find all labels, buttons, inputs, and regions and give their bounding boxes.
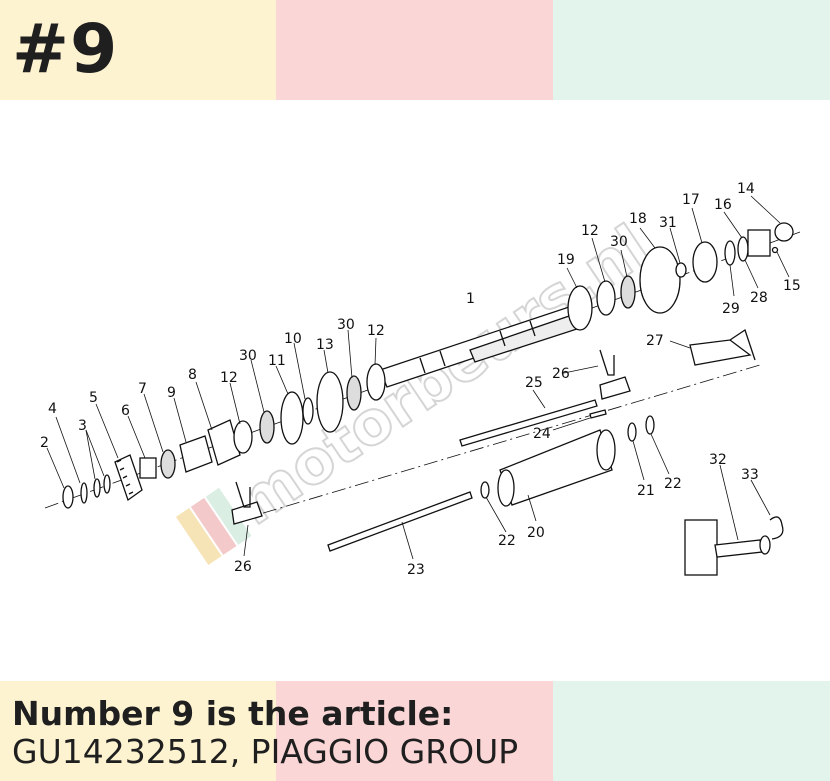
callout-17: 17 [682,192,700,208]
left-stack [62,363,386,509]
callout-12-center: 12 [367,323,385,339]
callout-28: 28 [750,290,768,306]
callout-7: 7 [138,381,147,397]
leader-lines [46,195,790,560]
callout-11: 11 [268,353,286,369]
caption-article-number: GU14232512, PIAGGIO GROUP [12,732,519,771]
bottom-color-band [0,681,830,781]
callout-15: 15 [783,278,801,294]
shift-drum [480,415,655,507]
callout-21: 21 [637,483,655,499]
callout-30-left: 30 [239,348,257,364]
callout-33: 33 [741,467,759,483]
callout-30-center: 30 [337,317,355,333]
callout-29: 29 [722,301,740,317]
callout-26-left: 26 [234,559,252,575]
band-cell-yellow [0,681,276,781]
callout-24: 24 [533,426,551,442]
callout-9: 9 [167,385,176,401]
band-cell-pink [276,681,553,781]
watermark-bar-green [205,487,252,545]
right-stack [567,222,794,331]
callout-labels: 1 2 3 4 5 6 7 8 9 10 11 12 12 12 13 14 1… [40,181,801,578]
callout-16: 16 [714,197,732,213]
callout-1: 1 [466,291,475,307]
callout-30-right: 30 [610,234,628,250]
callout-19: 19 [557,252,575,268]
callout-13: 13 [316,337,334,353]
band-cell-green [553,0,830,100]
callout-8: 8 [188,367,197,383]
callout-6: 6 [121,403,130,419]
callout-25: 25 [525,375,543,391]
callout-10: 10 [284,331,302,347]
callout-5: 5 [89,390,98,406]
callout-20: 20 [527,525,545,541]
band-cell-yellow [0,0,276,100]
callout-3: 3 [78,418,87,434]
callout-27: 27 [646,333,664,349]
callout-32: 32 [709,452,727,468]
callout-2: 2 [40,435,49,451]
callout-23: 23 [407,562,425,578]
callout-14: 14 [737,181,755,197]
callout-26-right: 26 [552,366,570,382]
caption-title: Number 9 is the article: [12,694,454,733]
exploded-parts-diagram: motorbeurs.nl [40,181,801,578]
watermark-bar-pink [190,497,237,555]
callout-22-left: 22 [498,533,516,549]
top-color-band [0,0,830,100]
callout-4: 4 [48,401,57,417]
callout-22-right: 22 [664,476,682,492]
shafts-and-forks [231,328,784,576]
band-cell-pink [276,0,553,100]
band-cell-green [553,681,830,781]
callout-12-right: 12 [581,223,599,239]
callout-31: 31 [659,215,677,231]
watermark-text: motorbeurs.nl [224,212,662,539]
callout-18: 18 [629,211,647,227]
item-number-badge: #9 [12,10,119,89]
callout-12-left: 12 [220,370,238,386]
watermark-bar-yellow [175,507,222,565]
